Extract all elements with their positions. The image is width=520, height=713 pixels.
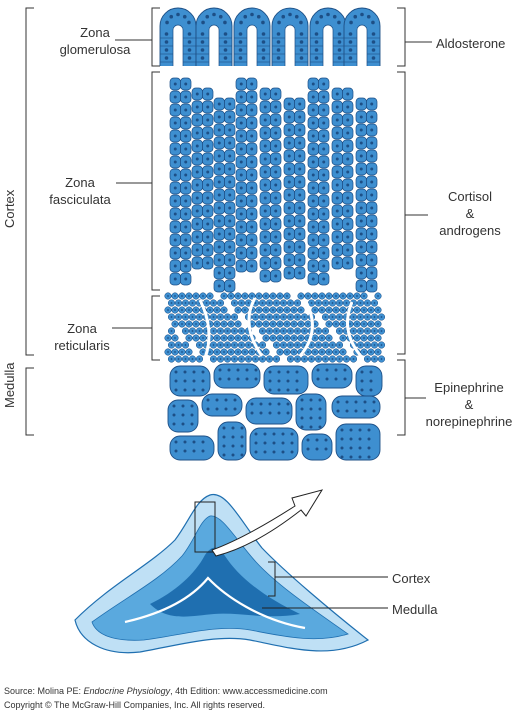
section-box xyxy=(194,501,216,553)
glomerulosa-arch xyxy=(233,7,271,66)
cortisol-bracket xyxy=(397,71,406,355)
fasciculata-column xyxy=(169,77,192,286)
glomerulosa-arch xyxy=(271,7,309,66)
medulla-cluster xyxy=(295,393,327,431)
glomerulosa-arch xyxy=(159,7,197,66)
gland-cortex-bracket xyxy=(268,561,276,597)
reticularis-bracket xyxy=(151,295,160,361)
fasciculata-column xyxy=(259,87,282,283)
adrenal-gland-cross-section xyxy=(74,489,388,654)
fasciculata-column xyxy=(331,87,354,270)
medulla-bracket xyxy=(25,367,34,436)
fasciculata-bracket xyxy=(151,71,160,291)
aldosterone-label: Aldosterone xyxy=(436,36,506,51)
zoom-arrow xyxy=(211,489,324,557)
medulla-cluster xyxy=(245,397,293,425)
medulla-cluster xyxy=(217,421,247,461)
glomerulosa-arch xyxy=(309,7,347,66)
zona-fasciculata-cells xyxy=(169,77,378,293)
fasciculata-column xyxy=(213,97,236,293)
bracket-lines xyxy=(25,7,432,436)
medulla-cluster xyxy=(201,393,243,417)
medulla-cluster xyxy=(311,363,353,389)
fasciculata-column xyxy=(283,97,306,280)
medulla-region-label: Medulla xyxy=(2,362,17,408)
catecholamines-label: Epinephrine&norepinephrine xyxy=(425,380,513,429)
histology-section xyxy=(159,7,386,461)
fasciculata-column xyxy=(355,97,378,293)
medulla-cluster xyxy=(263,365,309,395)
fasciculata-column xyxy=(191,87,214,270)
medulla-cluster xyxy=(169,435,215,461)
fasciculata-column xyxy=(307,77,330,286)
cortex-bracket xyxy=(25,7,34,356)
glomerulosa-arch xyxy=(343,7,381,66)
gland-cortex-label: Cortex xyxy=(392,571,431,586)
medulla-cluster xyxy=(249,427,299,461)
cortex-region-label: Cortex xyxy=(2,189,17,228)
medulla-cluster xyxy=(169,365,211,397)
medulla-cluster xyxy=(331,395,381,419)
medulla-cluster xyxy=(301,433,333,461)
gland-central-vein xyxy=(124,576,306,630)
glomerulosa-arch xyxy=(195,7,233,66)
gland-medulla-label: Medulla xyxy=(392,602,438,617)
fasciculata-column xyxy=(235,77,258,273)
medulla-cluster xyxy=(167,399,199,433)
zona-reticularis-cells xyxy=(164,292,386,363)
glomerulosa-bracket xyxy=(151,7,160,67)
medulla-cluster xyxy=(335,423,381,461)
medulla-cells xyxy=(167,363,383,461)
aldosterone-bracket xyxy=(397,7,406,67)
gland-medulla xyxy=(150,547,300,617)
source-citation: Source: Molina PE: Endocrine Physiology,… xyxy=(4,686,328,696)
cortisol-androgens-label: Cortisol&androgens xyxy=(439,189,501,238)
medulla-cluster xyxy=(355,365,383,397)
epinephrine-bracket xyxy=(397,359,406,436)
copyright-notice: Copyright © The McGraw-Hill Companies, I… xyxy=(4,700,266,710)
medulla-cluster xyxy=(213,363,261,389)
zona-glomerulosa-cells xyxy=(159,7,381,66)
